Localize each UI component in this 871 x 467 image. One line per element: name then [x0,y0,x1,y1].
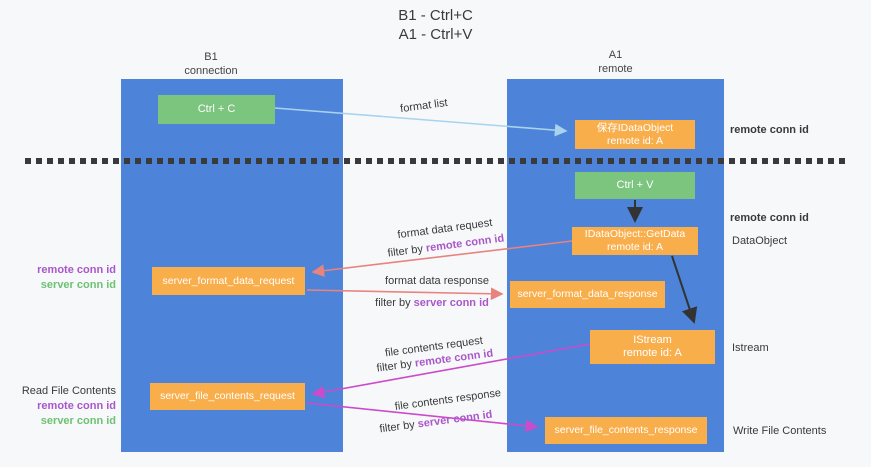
filter-keyword-server: server conn id [416,408,494,431]
remote-conn-id-label: remote conn id [730,124,809,136]
ctrl-c-label: Ctrl + C [197,103,236,115]
istream-box: IStream remote id: A [590,330,715,364]
remote-conn-id-label: remote conn id [37,400,116,412]
filter-prefix: filter by [375,297,414,309]
ctrl-v-box: Ctrl + V [575,172,695,199]
server-format-data-request-label: server_format_data_request [162,274,295,287]
server-file-contents-response-label: server_file_contents_response [554,424,698,436]
label-format-data-response: format data response [385,275,489,287]
filter-prefix: filter by [378,418,419,436]
lifeline-header-a1: A1 remote [507,48,724,76]
phase-divider-dashed-line [25,158,847,164]
lifeline-a1-role: remote [598,63,633,75]
getdata-line1: IDataObject::GetData [584,228,686,240]
server-format-data-request-box: server_format_data_request [152,267,305,295]
istream-label: Istream [732,342,769,354]
save-idataobject-box: 保存IDataObject remote id: A [575,120,695,149]
istream-line2: remote id: A [623,347,682,359]
idataobject-getdata-box: IDataObject::GetData remote id: A [572,227,698,255]
server-file-contents-request-label: server_file_contents_request [160,390,295,402]
left-file-conn-ids: Read File Contents remote conn id server… [6,384,116,429]
lifeline-b1-name: B1 [204,51,218,63]
server-format-data-response-box: server_format_data_response [510,281,665,308]
title-line-2: A1 - Ctrl+V [398,26,473,43]
dataobject-label: DataObject [732,235,788,247]
save-idataobject-line1: 保存IDataObject [596,121,674,134]
server-file-contents-request-box: server_file_contents_request [150,383,305,410]
server-format-data-response-label: server_format_data_response [517,288,658,300]
left-format-conn-ids: remote conn id server conn id [6,263,116,293]
filter-prefix: filter by [386,242,427,260]
getdata-line2: remote id: A [606,241,664,253]
lifeline-header-b1: B1 connection [101,50,321,78]
remote-conn-id-label: remote conn id [730,212,809,224]
diagram-title: B1 - Ctrl+C A1 - Ctrl+V [0,6,871,44]
lifeline-b1-role: connection [184,65,238,77]
server-conn-id-label: server conn id [40,415,116,427]
server-conn-id-label: server conn id [40,279,116,291]
title-line-1: B1 - Ctrl+C [398,7,473,24]
label-filter-server-1: filter by server conn id [347,297,517,310]
filter-keyword-server: server conn id [413,297,489,309]
remote-conn-id-label: remote conn id [37,264,116,276]
read-file-contents-label: Read File Contents [21,385,116,397]
istream-line1: IStream [633,334,672,346]
server-file-contents-response-box: server_file_contents_response [545,417,707,444]
ctrl-c-box: Ctrl + C [158,95,275,124]
ctrl-v-label: Ctrl + V [616,179,654,191]
label-format-list: format list [399,96,449,116]
lifeline-a1-name: A1 [608,49,623,61]
save-idataobject-line2: remote id: A [606,134,664,147]
write-file-contents-label: Write File Contents [733,425,827,437]
